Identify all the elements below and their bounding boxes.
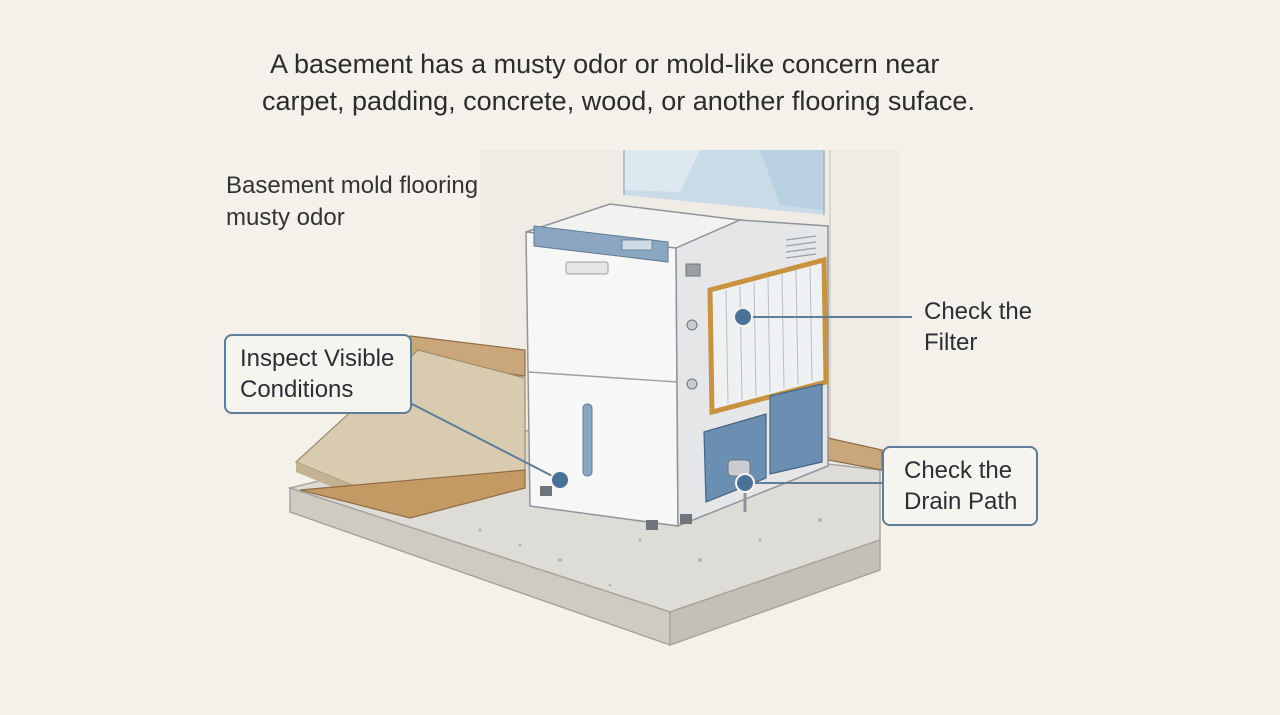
inspect-marker <box>550 470 570 490</box>
heading-line-2: carpet, padding, concrete, wood, or anot… <box>262 86 975 116</box>
filter-marker <box>733 307 753 327</box>
callout-check-filter: Check the Filter <box>924 296 1084 358</box>
heading-line-1: A basement has a musty odor or mold-like… <box>270 49 940 79</box>
topic-label-line-1: Basement mold flooring <box>226 172 479 199</box>
callout-leaders <box>411 307 912 493</box>
drain-marker <box>735 473 755 493</box>
wood-baseboards <box>409 335 883 471</box>
topic-label-line-2: musty odor <box>226 204 345 231</box>
topic-label: Basement mold flooring musty odor <box>226 170 526 234</box>
callout-filter-line-2: Filter <box>924 329 978 356</box>
callout-inspect-visible-conditions: Inspect Visible Conditions <box>224 334 412 414</box>
ceiling-duct <box>623 150 825 215</box>
callout-filter-line-1: Check the <box>924 298 1033 325</box>
dehumidifier-unit <box>525 203 829 530</box>
callout-check-drain-path: Check the Drain Path <box>882 446 1038 526</box>
callout-drain-line-1: Check the <box>904 457 1013 484</box>
callout-inspect-line-1: Inspect Visible <box>240 345 395 372</box>
callout-drain-line-2: Drain Path <box>904 488 1018 515</box>
callout-inspect-line-2: Conditions <box>240 376 354 403</box>
page-heading: A basement has a musty odor or mold-like… <box>262 46 1022 120</box>
